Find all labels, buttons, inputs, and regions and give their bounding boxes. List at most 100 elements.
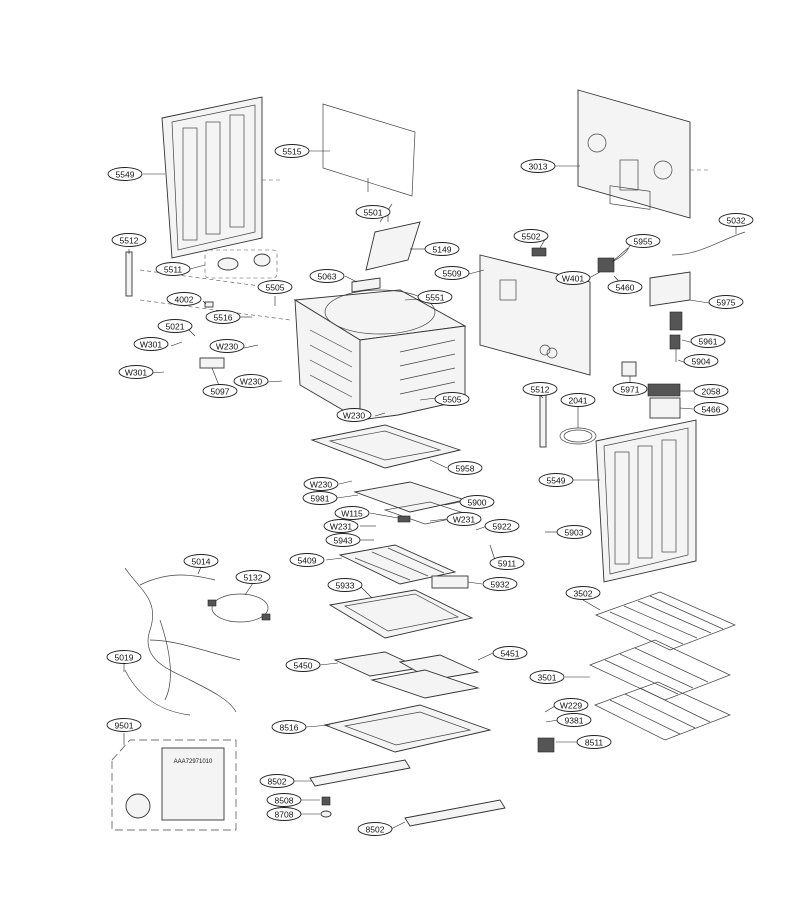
- part-label-9381: 9381: [556, 713, 592, 727]
- cable-5132: [207, 593, 271, 623]
- part-number: 5551: [426, 293, 445, 303]
- part-number: 8502: [268, 777, 287, 787]
- hinge-strip-right: [539, 394, 547, 448]
- part-label-oval: [434, 266, 470, 280]
- part-number: 8708: [275, 810, 294, 820]
- part-label-oval: [302, 491, 338, 505]
- wire-5032: [671, 231, 746, 256]
- part-label-oval: [489, 556, 525, 570]
- plate-5981: [353, 481, 467, 513]
- part-label-5511: 5511: [155, 262, 191, 276]
- part-label-5032: 5032: [718, 213, 754, 227]
- part-label-5922: 5922: [484, 519, 520, 533]
- part-label-oval: [560, 393, 596, 407]
- part-label-5516: 5516: [205, 310, 241, 324]
- part-number: 5511: [164, 265, 183, 275]
- part-label-oval: [690, 334, 726, 348]
- part-number: 5014: [192, 557, 211, 567]
- oven-cavity: [293, 289, 467, 421]
- rear-frame-plate: [479, 254, 591, 376]
- bracket-5149: [365, 221, 421, 271]
- part-label-oval: [625, 234, 661, 248]
- part-label-5911: 5911: [489, 556, 525, 570]
- part-number: 5097: [211, 387, 230, 397]
- part-label-oval: [209, 339, 245, 353]
- switch-5502: [531, 247, 547, 257]
- wire-harness: [124, 567, 241, 716]
- part-label-oval: [183, 554, 219, 568]
- part-number: W401: [562, 274, 584, 284]
- part-number: 8516: [280, 723, 299, 733]
- bracket-8511: [537, 737, 555, 753]
- part-label-oval: [482, 577, 518, 591]
- part-number: 5911: [498, 559, 517, 569]
- part-number: 5515: [283, 147, 302, 157]
- part-label-oval: [484, 519, 520, 533]
- part-label-3501: 3501: [529, 670, 565, 684]
- part-number: 8511: [585, 738, 604, 748]
- part-label-oval: [434, 392, 470, 406]
- part-label-2041: 2041: [560, 393, 596, 407]
- part-label-oval: [459, 495, 495, 509]
- plate-lower: [370, 669, 480, 699]
- plate-5932: [431, 575, 469, 589]
- part-label-8502: 8502: [259, 774, 295, 788]
- part-label-oval: [106, 650, 142, 664]
- cover-5975: [649, 271, 691, 307]
- part-label-8502: 8502: [357, 822, 393, 836]
- part-label-5515: 5515: [274, 144, 310, 158]
- part-number: 5961: [699, 337, 718, 347]
- part-label-5132: 5132: [235, 570, 271, 584]
- part-label-oval: [357, 822, 393, 836]
- part-label-w230: W230: [233, 374, 269, 388]
- part-number: 5509: [443, 269, 462, 279]
- part-label-w230: W230: [303, 477, 339, 491]
- part-number: 5149: [433, 245, 452, 255]
- part-number: 8502: [366, 825, 385, 835]
- kit-bag-code: AAA72971010: [174, 759, 213, 765]
- part-number: W230: [240, 377, 262, 387]
- part-label-oval: [157, 319, 193, 333]
- part-number: W230: [310, 480, 332, 490]
- part-number: W115: [341, 509, 363, 519]
- part-label-5933: 5933: [327, 578, 363, 592]
- part-label-oval: [693, 384, 729, 398]
- part-label-oval: [424, 242, 460, 256]
- part-number: 5451: [501, 649, 520, 659]
- part-number: 5904: [692, 357, 711, 367]
- part-number: 5450: [294, 661, 313, 671]
- part-label-w229: W229: [553, 698, 589, 712]
- part-number: W231: [330, 522, 352, 532]
- part-label-5063: 5063: [309, 269, 345, 283]
- part-label-oval: [334, 506, 370, 520]
- part-number: W230: [343, 411, 365, 421]
- part-label-5900: 5900: [459, 495, 495, 509]
- part-label-oval: [522, 382, 558, 396]
- part-label-5958: 5958: [447, 461, 483, 475]
- part-label-oval: [202, 384, 238, 398]
- cable-2041: [559, 427, 597, 445]
- tray-frame-5933: [328, 589, 474, 639]
- part-label-5549: 5549: [107, 167, 143, 181]
- part-number: 5955: [634, 237, 653, 247]
- part-number: 5943: [334, 536, 353, 546]
- part-number: 5903: [565, 528, 584, 538]
- part-label-oval: [520, 159, 556, 173]
- part-label-oval: [285, 658, 321, 672]
- part-label-5466: 5466: [693, 402, 729, 416]
- part-label-5512: 5512: [111, 233, 147, 247]
- leveling-foot: [320, 796, 332, 818]
- part-number: 5019: [115, 653, 134, 663]
- part-label-oval: [447, 461, 483, 475]
- part-number: 5063: [318, 272, 337, 282]
- part-label-oval: [235, 570, 271, 584]
- part-number: W229: [560, 701, 582, 711]
- part-label-5981: 5981: [302, 491, 338, 505]
- part-label-oval: [111, 233, 147, 247]
- rack-3501-upper: [589, 639, 731, 701]
- part-label-w301: W301: [118, 365, 154, 379]
- part-label-w115: W115: [334, 506, 370, 520]
- part-label-5509: 5509: [434, 266, 470, 280]
- part-number: 5933: [336, 581, 355, 591]
